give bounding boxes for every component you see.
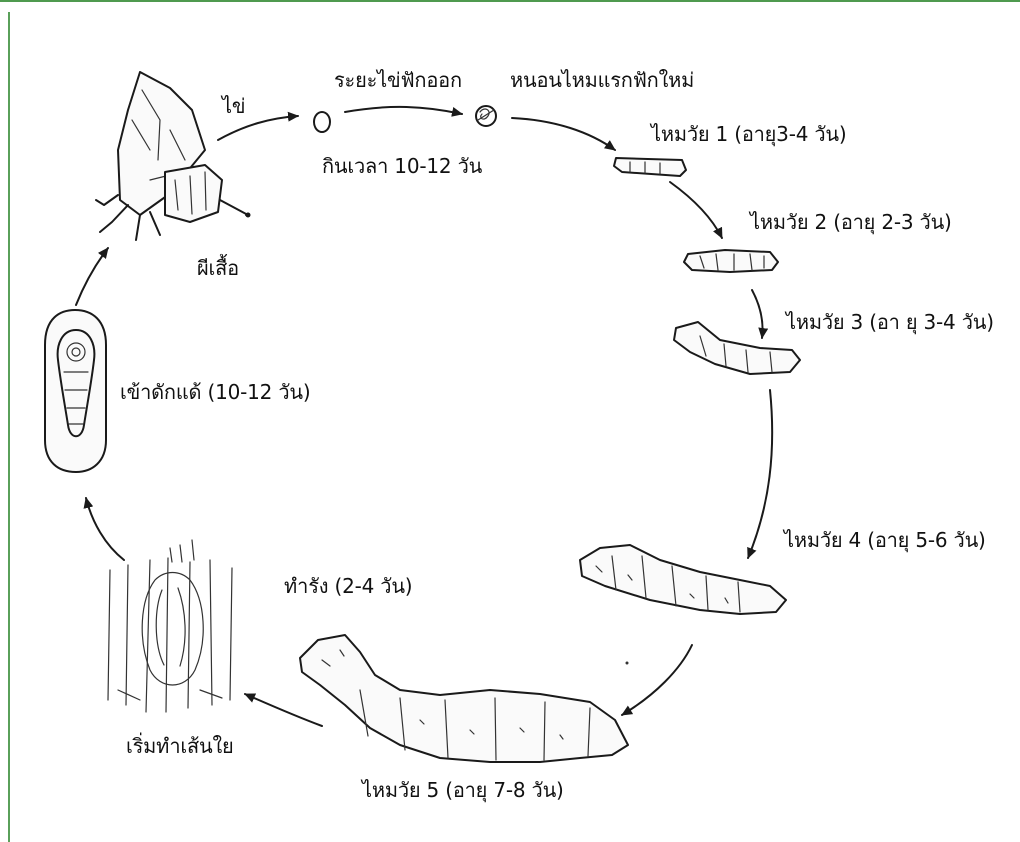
arrow-instar2-to-instar3 — [752, 290, 763, 338]
cocoon-icon — [108, 540, 232, 712]
label-instar2: ไหมวัย 2 (อายุ 2-3 วัน) — [750, 206, 952, 238]
arrow-instar3-to-instar4 — [748, 390, 772, 558]
label-instar5: ไหมวัย 5 (อายุ 7-8 วัน) — [362, 774, 564, 806]
larva-icon — [614, 158, 686, 176]
egg-icon — [314, 112, 330, 132]
label-instar1: ไหมวัย 1 (อายุ3-4 วัน) — [651, 118, 847, 150]
label-hatch-period: ระยะไข่ฟักออก — [334, 64, 462, 96]
arrow-spinning-to-pupa — [86, 498, 124, 560]
label-spinning-start: เริ่มทำเส้นใย — [126, 730, 234, 762]
label-moth: ผีเสื้อ — [197, 252, 239, 284]
arrow-instar4-to-instar5 — [622, 645, 692, 715]
arrow-instar1-to-instar2 — [670, 182, 722, 238]
larva-icon — [300, 635, 628, 762]
larva-icon — [674, 322, 800, 374]
pupa-icon — [45, 310, 106, 472]
label-instar4: ไหมวัย 4 (อายุ 5-6 วัน) — [784, 524, 986, 556]
label-newly-hatched: หนอนไหมแรกฟักใหม่ — [510, 64, 694, 96]
label-pupa: เข้าดักแด้ (10-12 วัน) — [120, 376, 310, 408]
arrow-egg-to-hatchling — [345, 107, 462, 114]
label-cocoon: ทำรัง (2-4 วัน) — [284, 570, 412, 602]
arrow-instar5-to-spinning — [245, 694, 322, 726]
label-instar3: ไหมวัย 3 (อา ยุ 3-4 วัน) — [786, 306, 994, 338]
arrow-pupa-to-moth — [76, 248, 108, 305]
hatchling-icon — [476, 106, 496, 126]
larva-icon — [684, 250, 778, 272]
label-egg: ไข่ — [222, 90, 245, 122]
arrow-hatchling-to-instar1 — [512, 118, 615, 150]
larva-icon — [580, 545, 786, 614]
label-hatch-duration: กินเวลา 10-12 วัน — [322, 150, 482, 182]
